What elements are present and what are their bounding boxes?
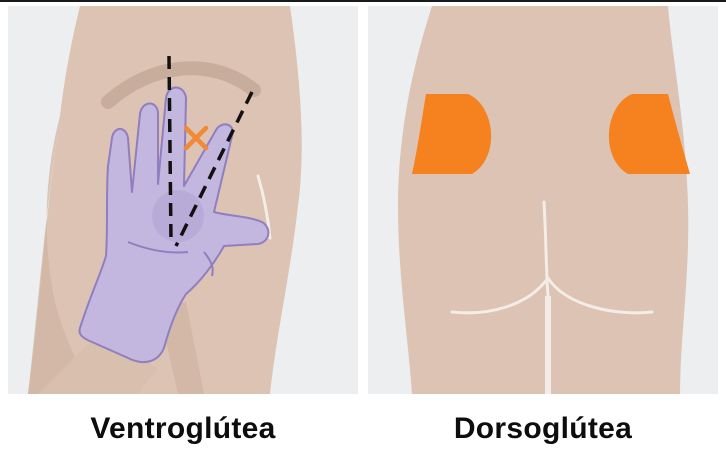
ventrogluteal-panel: [8, 6, 358, 394]
ventrogluteal-illustration: [8, 6, 358, 394]
dorsogluteal-illustration: [368, 6, 718, 394]
dorsogluteal-caption: Dorsoglútea: [368, 412, 718, 446]
dorsogluteal-panel: [368, 6, 718, 394]
top-border: [0, 0, 726, 2]
ventrogluteal-caption: Ventroglútea: [8, 412, 358, 446]
back-skin: [398, 6, 688, 394]
